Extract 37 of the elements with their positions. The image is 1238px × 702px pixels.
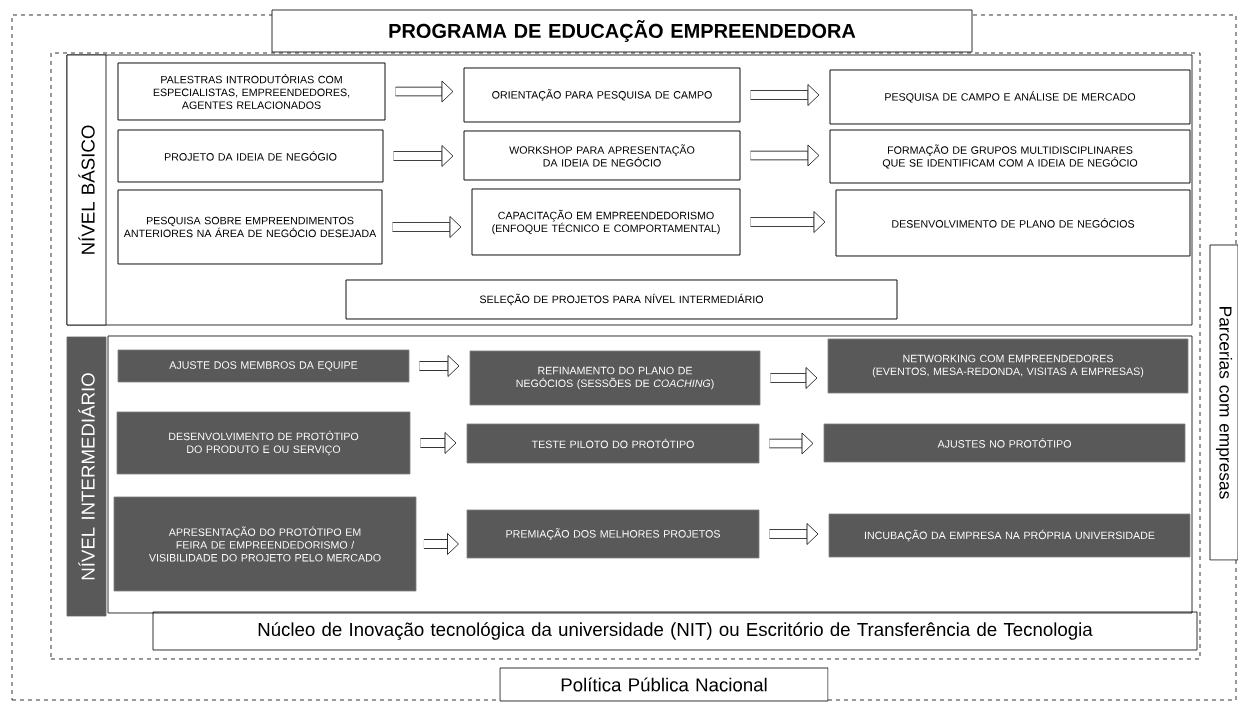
process-box: PREMIAÇÃO DOS MELHORES PROJETOS <box>466 509 760 559</box>
arrow <box>770 367 818 389</box>
process-box: SELEÇÃO DE PROJETOS PARA NÍVEL INTERMEDIÁRIO <box>345 279 898 320</box>
arrow <box>419 355 460 377</box>
arrow <box>769 432 814 455</box>
title-box: PROGRAMA DE EDUCAÇÃO EMPREENDEDORA <box>271 9 973 53</box>
arrow <box>750 144 820 167</box>
process-box: DESENVOLVIMENTO DE PLANO DE NEGÓCIOS <box>835 189 1191 257</box>
process-box: REFINAMENTO DO PLANO DE NEGÓCIOS (SESSÕES DE COACHING) <box>469 350 761 406</box>
process-box: AJUSTES NO PROTÓTIPO <box>823 423 1186 463</box>
process-box: APRESENTAÇÃO DO PROTÓTIPO EM FEIRA DE EMPREENDEDORISMO / VISIBILIDADE DO PROJETO PELO MERCADO <box>113 496 417 592</box>
label-box: Núcleo de Inovação tecnológica da universidade (NIT) ou Escritório de Transferência de Tecnologia <box>152 611 1198 651</box>
process-box: DESENVOLVIMENTO DE PROTÓTIPO DO PRODUTO E OU SERVIÇO <box>116 411 411 475</box>
arrow <box>392 216 462 238</box>
arrow <box>769 523 819 545</box>
process-box: ORIENTAÇÃO PARA PESQUISA DE CAMPO <box>463 67 741 123</box>
arrow <box>395 80 454 103</box>
arrow <box>393 145 454 167</box>
side-label-box: Parcerias com empresas <box>1209 244 1238 561</box>
arrow <box>750 211 826 233</box>
arrow <box>420 432 457 454</box>
arrow <box>423 533 459 555</box>
process-box: PESQUISA SOBRE EMPREENDIMENTOS ANTERIORES NA ÁREA DE NEGÓCIO DESEJADA <box>117 189 383 265</box>
arrow <box>750 84 820 106</box>
process-box: TESTE PILOTO DO PROTÓTIPO <box>466 423 760 464</box>
label-box: Política Pública Nacional <box>499 667 829 702</box>
process-box: WORKSHOP PARA APRESENTAÇÃO DA IDEIA DE NEGÓCIO <box>463 130 741 181</box>
level-label-strip: NÍVEL BÁSICO <box>66 54 107 326</box>
level-label-strip: NÍVEL INTERMEDIÁRIO <box>66 336 107 617</box>
process-box: INCUBAÇÃO DA EMPRESA NA PRÓPRIA UNIVERSIDADE <box>828 513 1191 558</box>
process-box: PROJETO DA IDEIA DE NEGÓGIO <box>117 129 384 183</box>
process-box: NETWORKING COM EMPREENDEDORES (EVENTOS, MESA-REDONDA, VISITAS A EMPRESAS) <box>827 338 1189 394</box>
process-box: AJUSTE DOS MEMBROS DA EQUIPE <box>117 349 410 383</box>
process-box: PESQUISA DE CAMPO E ANÁLISE DE MERCADO <box>829 69 1191 125</box>
process-box: PALESTRAS INTRODUTÓRIAS COM ESPECIALISTAS, EMPREENDEDORES, AGENTES RELACIONADOS <box>117 62 386 121</box>
process-box: FORMAÇÃO DE GRUPOS MULTIDISCIPLINARES QUE SE IDENTIFICAM COM A IDEIA DE NEGÓCIO <box>829 129 1191 184</box>
process-box: CAPACITAÇÃO EM EMPREENDEDORISMO (ENFOQUE TÉCNICO E COMPORTAMENTAL) <box>471 188 741 256</box>
